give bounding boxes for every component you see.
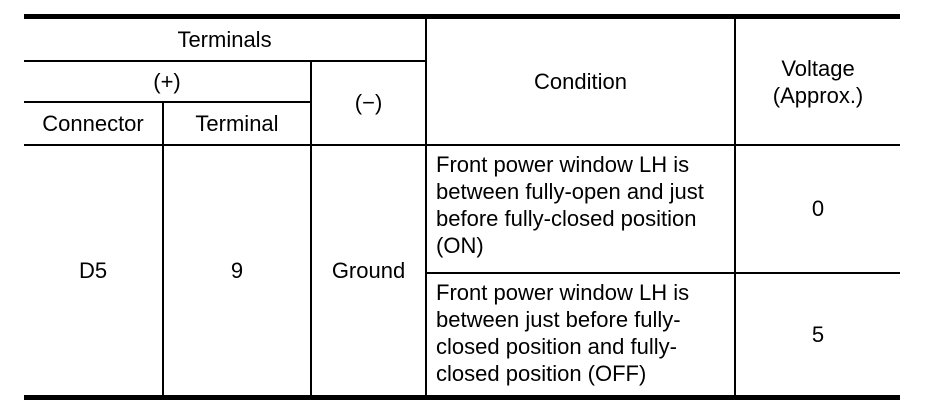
- terminal-voltage-table: Terminals Condition Voltage (Approx.) (+…: [24, 19, 901, 395]
- condition-value: Front power window LH is between just be…: [425, 272, 737, 395]
- condition-header: Condition: [425, 19, 737, 146]
- voltage-value: 0: [734, 144, 901, 274]
- connector-header: Connector: [24, 101, 164, 146]
- minus-value: Ground: [309, 144, 428, 395]
- table-row: Front power window LH is between just be…: [24, 272, 901, 395]
- condition-value: Front power window LH is between fully-o…: [425, 144, 737, 274]
- terminal-value: 9: [162, 144, 312, 395]
- terminal-header: Terminal: [162, 101, 312, 146]
- minus-header: (−): [309, 60, 428, 146]
- header-row-connector-terminal: Connector Terminal: [24, 101, 900, 146]
- connector-value: D5: [24, 144, 164, 395]
- header-row-polarity: (+) (−): [24, 60, 900, 146]
- voltage-reference-table: Terminals Condition Voltage (Approx.) (+…: [24, 14, 901, 400]
- header-row-terminals: Terminals Condition Voltage (Approx.): [24, 19, 901, 146]
- voltage-header: Voltage (Approx.): [734, 19, 901, 146]
- terminals-header: Terminals: [24, 19, 428, 62]
- voltage-value: 5: [734, 272, 901, 395]
- table-row: D5 9 Ground Front power window LH is bet…: [24, 144, 901, 395]
- plus-header: (+): [24, 60, 312, 103]
